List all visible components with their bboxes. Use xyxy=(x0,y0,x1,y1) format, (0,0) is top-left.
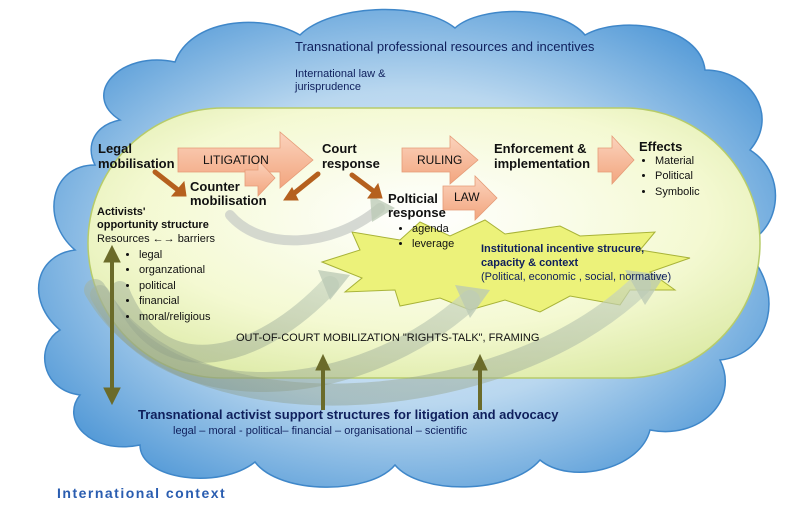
opportunity-item: legal xyxy=(139,248,211,263)
enforcement-label-2: implementation xyxy=(494,156,591,171)
political-item: agenda xyxy=(412,222,454,237)
opportunity-item: financial xyxy=(139,294,211,309)
resources-title: Transnational professional resources and… xyxy=(295,39,595,54)
brown-arrows xyxy=(152,169,383,201)
resources-barriers: Resources ←→ barriers xyxy=(97,233,215,245)
institutional-title-1: Institutional incentive strucure, xyxy=(481,243,645,255)
counter-arrow xyxy=(244,158,276,198)
litigation-label: LITIGATION xyxy=(203,153,269,167)
ruling-arrow xyxy=(401,135,479,185)
international-context-label: International context xyxy=(57,485,227,501)
effects-item: Material xyxy=(655,154,700,169)
ruling-label: RULING xyxy=(417,153,463,167)
support-sub: legal – moral - political– financial – o… xyxy=(173,425,468,437)
effects-list: Material Political Symbolic xyxy=(641,154,700,200)
effects-title: Effects xyxy=(639,139,683,154)
opportunity-item: political xyxy=(139,279,211,294)
opportunity-item: organzational xyxy=(139,263,211,278)
opportunity-title-1: Activists' xyxy=(97,206,146,218)
support-title: Transnational activist support structure… xyxy=(138,407,559,422)
opportunity-item: moral/religious xyxy=(139,310,211,325)
political-response-label-1: Polticial xyxy=(388,191,438,206)
effects-item: Symbolic xyxy=(655,185,700,200)
legal-mobilisation-label-1: Legal xyxy=(98,141,132,156)
political-response-label-2: response xyxy=(388,205,446,220)
opportunity-title-2: opportunity structure xyxy=(97,219,209,231)
court-response-label-1: Court xyxy=(322,141,357,156)
political-response-list: agenda leverage xyxy=(398,222,454,253)
enforcement-arrow xyxy=(597,134,635,186)
law-arrow xyxy=(442,175,498,221)
resources-sub-2: jurisprudence xyxy=(295,81,362,93)
counter-mobilisation-label-1: Counter xyxy=(190,179,240,194)
olive-arrows xyxy=(103,244,488,410)
counter-mobilisation-label-2: mobilisation xyxy=(190,193,267,208)
enforcement-label-1: Enforcement & xyxy=(494,141,587,156)
resources-sub-1: International law & xyxy=(295,68,386,80)
institutional-star xyxy=(320,219,691,313)
institutional-title-2: capacity & context xyxy=(481,257,579,269)
swoosh-curves xyxy=(84,203,651,406)
litigation-arrow xyxy=(177,131,314,189)
swoosh-arrowheads xyxy=(318,195,665,318)
out-of-court-label: OUT-OF-COURT MOBILIZATION "RIGHTS-TALK",… xyxy=(236,332,540,344)
political-item: leverage xyxy=(412,237,454,252)
law-label: LAW xyxy=(454,190,480,204)
institutional-sub: (Political, economic , social, normative… xyxy=(481,271,672,283)
salmon-arrows xyxy=(177,131,635,221)
opportunity-list: legal organzational political financial … xyxy=(125,248,211,325)
legal-mobilisation-label-2: mobilisation xyxy=(98,156,175,171)
effects-item: Political xyxy=(655,169,700,184)
court-response-label-2: response xyxy=(322,156,380,171)
